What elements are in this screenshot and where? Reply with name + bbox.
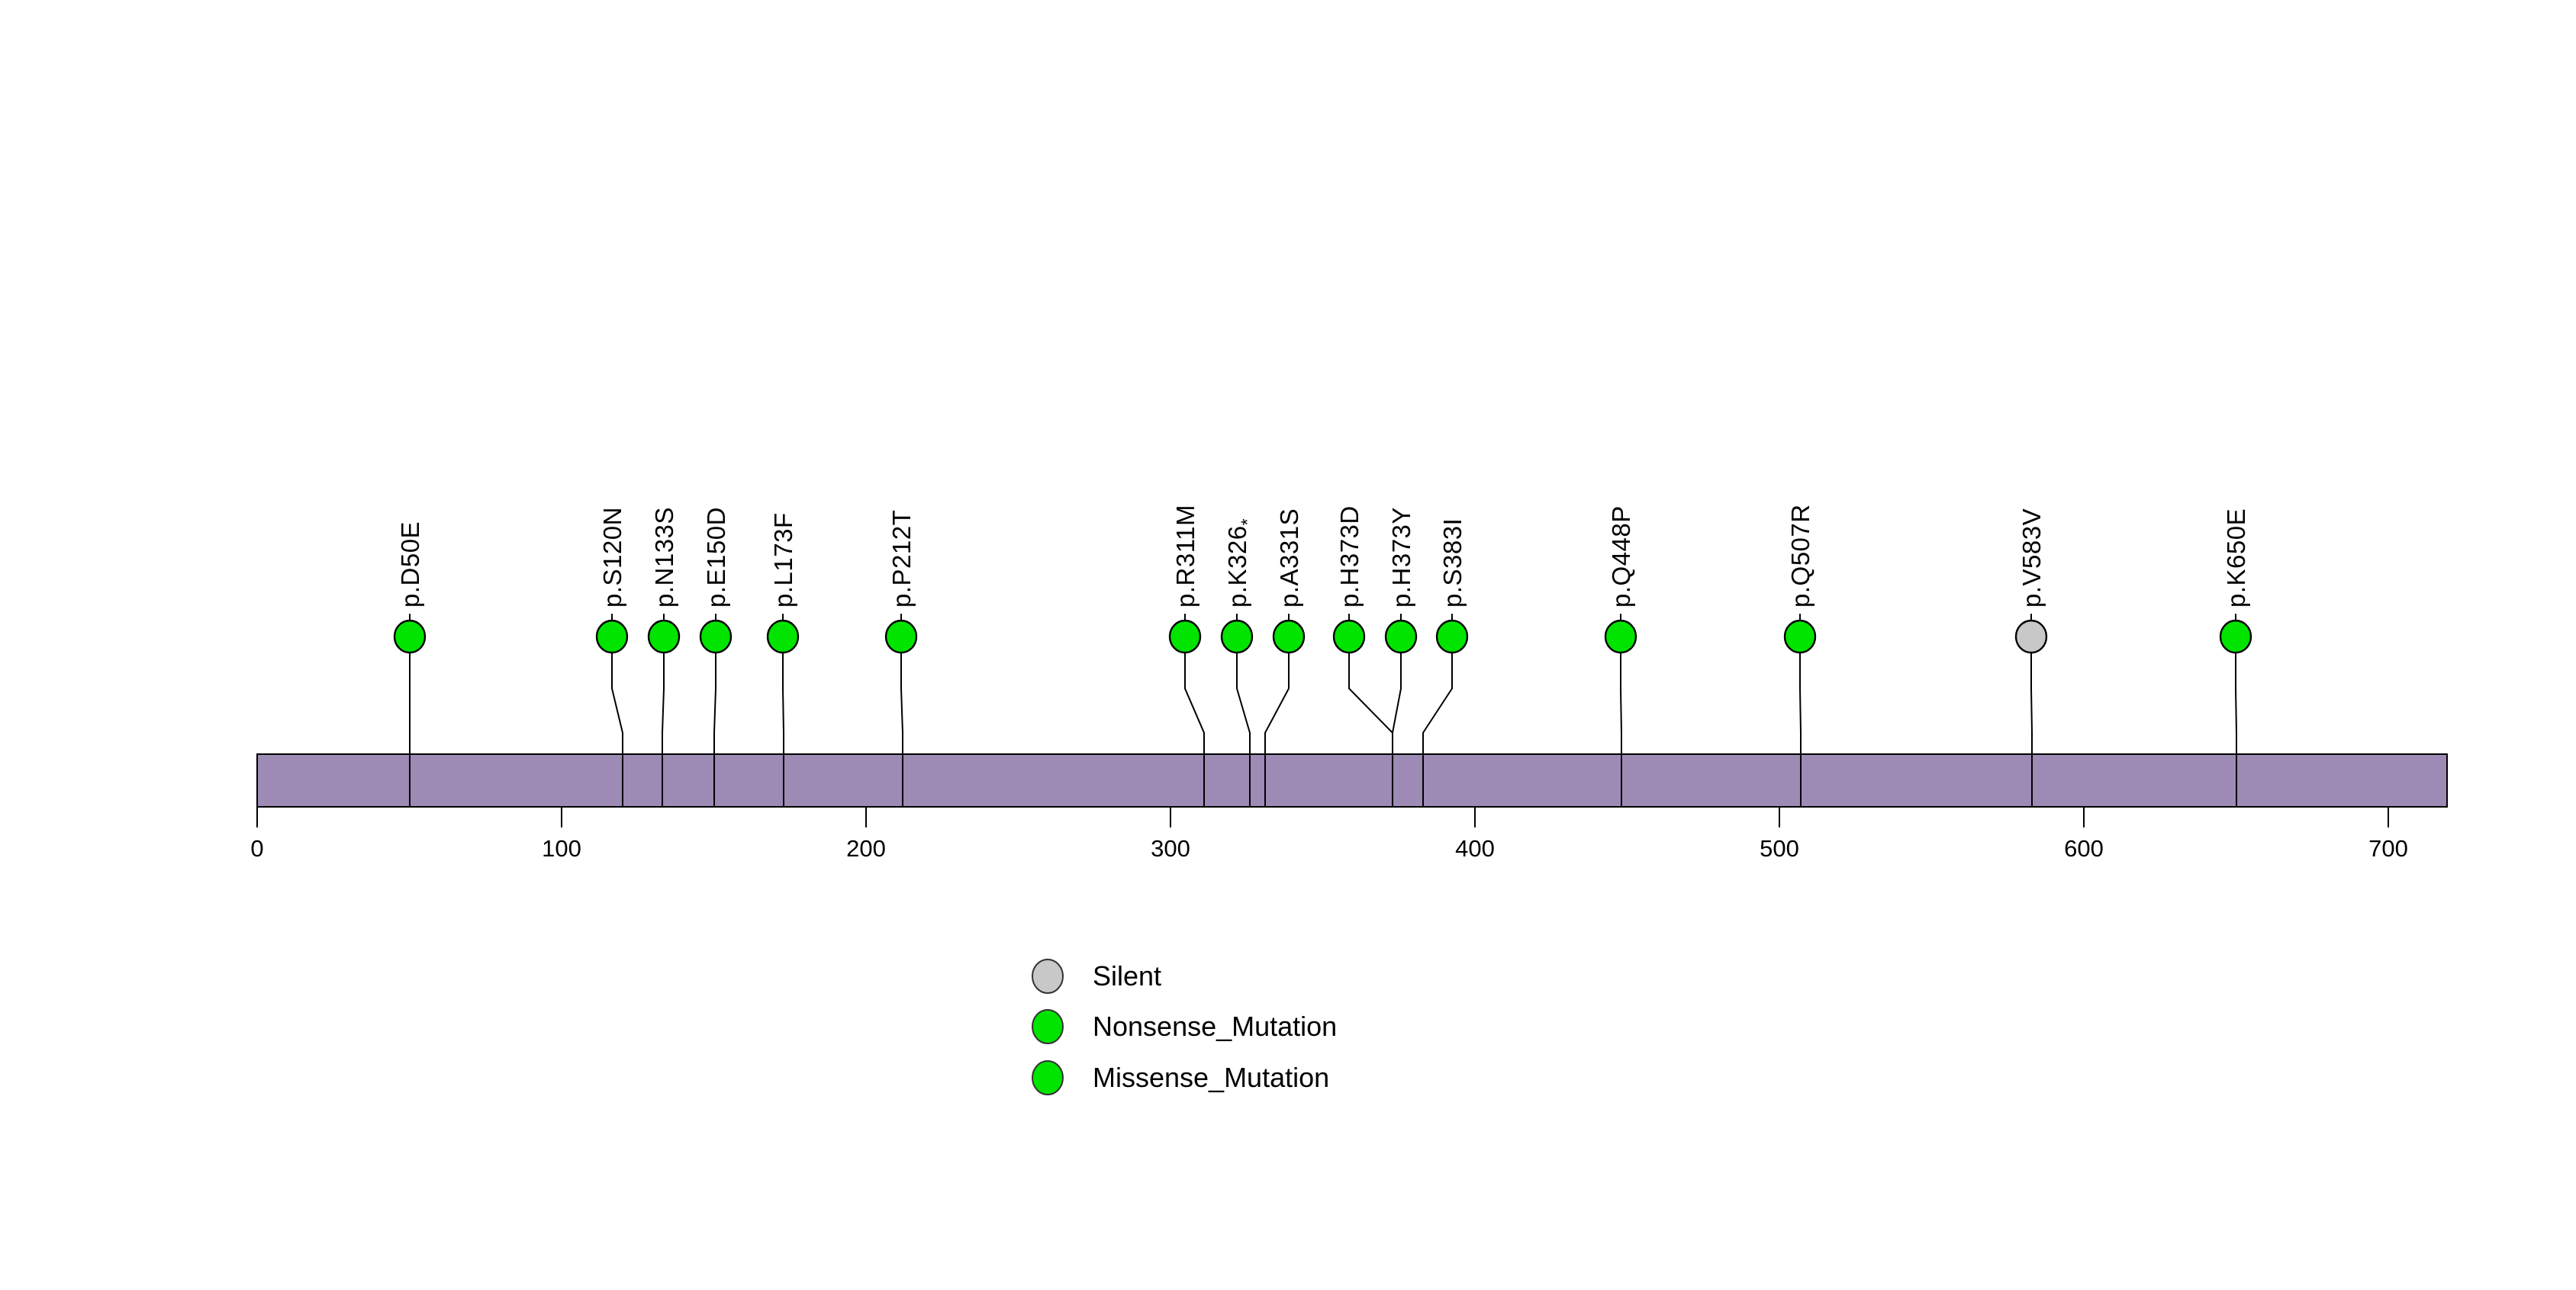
mutation-circle-p.L173F xyxy=(766,619,800,654)
mutation-label-p.L173F: p.L173F xyxy=(769,512,797,608)
legend-marker-circle xyxy=(1032,958,1064,994)
legend-marker-circle xyxy=(1032,1059,1064,1095)
legend-label-Nonsense_Mutation: Nonsense_Mutation xyxy=(1093,1010,1338,1042)
mutation-label-p.K650E: p.K650E xyxy=(2222,508,2250,608)
legend-label-Silent: Silent xyxy=(1093,959,1162,992)
legend-marker-Missense_Mutation xyxy=(1032,1059,1064,1095)
legend-marker-circle xyxy=(1032,1008,1064,1044)
mutation-circle-p.S120N xyxy=(595,619,629,654)
mutation-circle-p.Q448P xyxy=(1604,619,1637,654)
mutation-circle-p.N133S xyxy=(647,619,681,654)
mutation-circle-p.P212T xyxy=(884,619,918,654)
mutation-label-p.Q507R: p.Q507R xyxy=(1786,504,1814,608)
axis-tick-label-0: 0 xyxy=(250,835,264,862)
mutation-circle-p.V583V xyxy=(2014,619,2048,654)
mutation-circle-p.H373D xyxy=(1332,619,1366,654)
axis-tick-label-100: 100 xyxy=(542,835,581,862)
mutation-label-p.R311M: p.R311M xyxy=(1171,505,1199,608)
mutation-circle-p.K326* xyxy=(1220,619,1254,654)
mutation-circle-p.H373Y xyxy=(1384,619,1418,654)
mutation-label-p.V583V: p.V583V xyxy=(2017,508,2046,608)
mutation-label-p.K326*: p.K326* xyxy=(1223,518,1261,608)
mutation-label-text: p.K326 xyxy=(1223,525,1251,608)
mutation-circle-p.E150D xyxy=(699,619,733,654)
mutation-circle-p.D50E xyxy=(393,619,427,654)
mutation-label-p.A331S: p.A331S xyxy=(1275,508,1303,608)
axis-tick-label-200: 200 xyxy=(846,835,886,862)
axis-tick-label-300: 300 xyxy=(1151,835,1190,862)
axis-tick-label-700: 700 xyxy=(2368,835,2408,862)
legend-row-Nonsense_Mutation: Nonsense_Mutation xyxy=(1031,1001,1337,1052)
legend-row-Silent: Silent xyxy=(1031,950,1161,1001)
mutation-circle-p.K650E xyxy=(2219,619,2252,654)
mutation-label-p.N133S: p.N133S xyxy=(650,507,678,608)
legend-label-Missense_Mutation: Missense_Mutation xyxy=(1093,1061,1330,1093)
axis-tick-label-400: 400 xyxy=(1455,835,1495,862)
legend-marker-Silent xyxy=(1032,958,1064,994)
mutation-circle-p.R311M xyxy=(1168,619,1202,654)
mutation-circle-p.Q507R xyxy=(1783,619,1817,654)
mutation-label-p.E150D: p.E150D xyxy=(702,507,730,608)
mutation-label-p.Q448P: p.Q448P xyxy=(1607,505,1635,608)
mutation-label-p.H373D: p.H373D xyxy=(1335,505,1364,608)
axis-tick-label-600: 600 xyxy=(2064,835,2104,862)
stop-codon-asterisk: * xyxy=(1237,518,1257,526)
mutation-circle-p.A331S xyxy=(1272,619,1306,654)
protein-backbone-bar xyxy=(256,753,2448,808)
mutation-circle-p.S383I xyxy=(1435,619,1469,654)
legend-row-Missense_Mutation: Missense_Mutation xyxy=(1031,1052,1329,1103)
axis-tick-label-500: 500 xyxy=(1760,835,1799,862)
mutation-label-p.S383I: p.S383I xyxy=(1438,518,1467,608)
legend-marker-Nonsense_Mutation xyxy=(1032,1008,1064,1044)
mutation-label-p.P212T: p.P212T xyxy=(887,509,916,608)
mutation-label-p.D50E: p.D50E xyxy=(396,521,424,608)
mutation-label-p.S120N: p.S120N xyxy=(598,507,626,608)
mutation-label-p.H373Y: p.H373Y xyxy=(1387,507,1415,608)
